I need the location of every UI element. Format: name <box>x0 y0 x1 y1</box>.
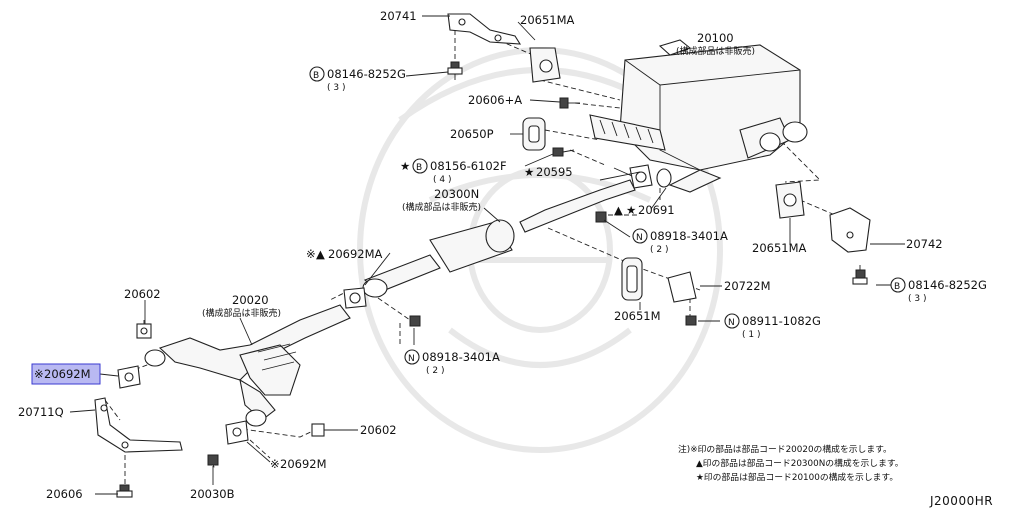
rubber-mount-20650P <box>522 117 546 151</box>
nut-20602-left <box>136 323 152 339</box>
svg-text:▲: ▲ <box>614 203 623 217</box>
gasket-20692MA <box>343 287 367 309</box>
label-08918-top: N 08918-3401A ( 2 ) <box>632 228 728 255</box>
svg-text:08911-1082G: 08911-1082G <box>742 314 821 328</box>
svg-text:★: ★ <box>524 165 534 179</box>
label-20606A: 20606+A <box>468 93 522 107</box>
svg-text:★: ★ <box>400 159 410 173</box>
label-20691: ▲ ★ 20691 <box>614 203 675 217</box>
label-20100-sub: (構成部品は非販売) <box>676 45 755 57</box>
nut-20030B <box>207 454 219 466</box>
svg-text:20595: 20595 <box>536 165 573 179</box>
bolt-20606 <box>116 484 133 498</box>
label-20651MA-top: 20651MA <box>520 13 575 27</box>
label-08146-right: B 08146-8252G ( 3 ) <box>890 277 987 304</box>
label-20300N-sub: (構成部品は非販売) <box>402 201 481 213</box>
label-20300N: 20300N <box>434 187 479 201</box>
svg-text:▲: ▲ <box>316 247 325 261</box>
bolt-08146-right <box>852 269 868 285</box>
svg-text:N: N <box>636 233 643 243</box>
svg-text:20691: 20691 <box>638 203 675 217</box>
svg-text:B: B <box>894 282 900 292</box>
rubber-mount-20651MA-top <box>529 47 561 83</box>
svg-text:( 2 ): ( 2 ) <box>650 245 668 255</box>
part-labels: 20741 20651MA 20100 (構成部品は非販売) B 08146-8… <box>18 9 987 501</box>
svg-text:B: B <box>313 71 319 81</box>
nut-08911 <box>685 315 697 326</box>
svg-text:B: B <box>416 163 422 173</box>
label-20030B: 20030B <box>190 487 235 501</box>
legend-notes: 注)※印の部品は部品コード20020の構成を示します。 ▲印の部品は部品コード2… <box>678 443 904 483</box>
rubber-mount-20651MA-right <box>775 181 805 219</box>
label-leaders <box>69 15 905 495</box>
svg-text:※: ※ <box>270 457 280 471</box>
svg-text:08918-3401A: 08918-3401A <box>422 350 500 364</box>
label-20020: 20020 <box>232 293 269 307</box>
label-20606: 20606 <box>46 487 83 501</box>
label-20602-left: 20602 <box>124 287 161 301</box>
nut-08918-bottom <box>409 315 421 327</box>
svg-text:20692M: 20692M <box>44 367 91 381</box>
bolt-20606A <box>559 97 580 109</box>
label-20595: ★ 20595 <box>524 165 573 179</box>
svg-text:08156-6102F: 08156-6102F <box>430 159 507 173</box>
label-20020-sub: (構成部品は非販売) <box>202 307 281 319</box>
label-20651M: 20651M <box>614 309 661 323</box>
nut-20602-bottom <box>311 423 325 437</box>
gasket-20691 <box>629 164 672 189</box>
nut-08918-top <box>595 211 607 223</box>
svg-text:( 3 ): ( 3 ) <box>908 294 926 304</box>
gasket-20692M-left <box>117 365 141 389</box>
label-20100: 20100 <box>697 31 734 45</box>
svg-text:08918-3401A: 08918-3401A <box>650 229 728 243</box>
bolt-08146-top <box>447 61 463 80</box>
bracket-20742 <box>829 207 871 253</box>
svg-text:( 2 ): ( 2 ) <box>426 366 444 376</box>
svg-text:( 3 ): ( 3 ) <box>327 83 345 93</box>
note-line-3: ★印の部品は部品コード20100の構成を示します。 <box>696 471 898 483</box>
label-20711Q: 20711Q <box>18 405 64 419</box>
label-20742: 20742 <box>906 237 943 251</box>
label-20651MA-right: 20651MA <box>752 241 807 255</box>
note-line-1: 注)※印の部品は部品コード20020の構成を示します。 <box>678 443 892 455</box>
label-20692M-highlighted: ※ 20692M <box>34 367 91 381</box>
svg-text:N: N <box>408 354 415 364</box>
svg-text:( 4 ): ( 4 ) <box>433 175 451 185</box>
label-08918-bottom: N 08918-3401A ( 2 ) <box>404 349 500 376</box>
highlight-20692M <box>31 363 101 385</box>
bracket-20722M <box>667 271 697 303</box>
label-08146-top: B 08146-8252G ( 3 ) <box>309 66 406 93</box>
label-20741: 20741 <box>380 9 417 23</box>
bolt-08156 <box>552 147 575 157</box>
svg-text:08146-8252G: 08146-8252G <box>327 67 406 81</box>
svg-text:※: ※ <box>306 247 316 261</box>
gasket-20692M-bottom <box>225 420 249 445</box>
svg-text:N: N <box>728 318 735 328</box>
svg-text:08146-8252G: 08146-8252G <box>908 278 987 292</box>
svg-text:20692MA: 20692MA <box>328 247 383 261</box>
bracket-20741 <box>447 13 522 45</box>
label-08156: ★ B 08156-6102F ( 4 ) <box>400 158 507 185</box>
main-muffler-20100 <box>589 39 808 193</box>
rubber-mount-20651M <box>621 257 643 301</box>
label-20722M: 20722M <box>724 279 771 293</box>
note-line-2: ▲印の部品は部品コード20300Nの構成を示します。 <box>696 457 904 469</box>
svg-text:( 1 ): ( 1 ) <box>742 330 760 340</box>
label-08911: N 08911-1082G ( 1 ) <box>724 313 821 340</box>
label-20650P: 20650P <box>450 127 494 141</box>
bracket-20711Q <box>94 397 183 453</box>
front-tube-20020 <box>144 304 351 427</box>
label-20692MA: ※ ▲ 20692MA <box>306 247 383 261</box>
svg-text:20692M: 20692M <box>280 457 327 471</box>
svg-text:※: ※ <box>34 367 44 381</box>
label-20692M-bottom: ※ 20692M <box>270 457 327 471</box>
center-muffler-20300N <box>362 179 636 298</box>
svg-text:★: ★ <box>626 203 636 217</box>
label-20602-bottom: 20602 <box>360 423 397 437</box>
diagram-code: J20000HR <box>929 494 993 508</box>
